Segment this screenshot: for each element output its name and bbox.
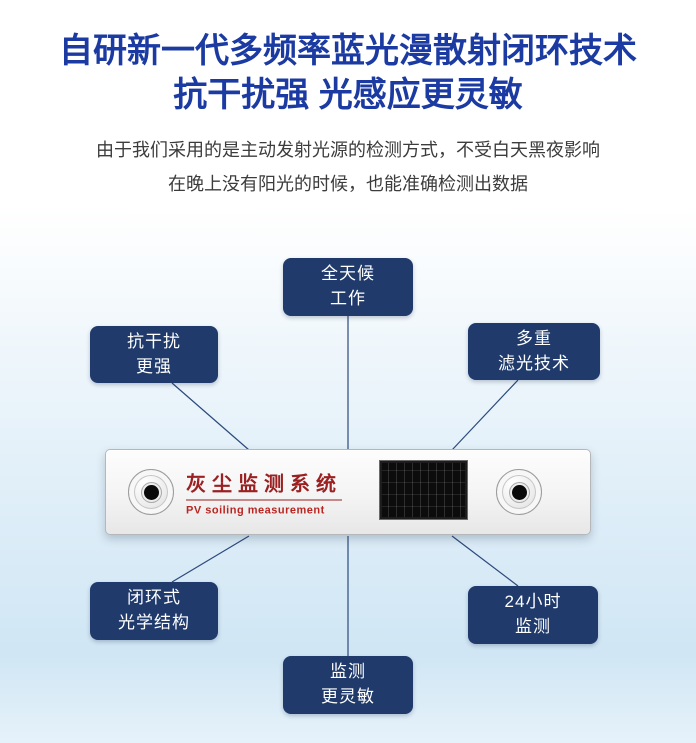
device-name-en: PV soiling measurement [186, 504, 325, 517]
left-sensor-lens-icon [128, 469, 174, 515]
feature-badge-anti-interference: 抗干扰 更强 [90, 326, 218, 383]
badge-text-line: 光学结构 [118, 613, 190, 632]
subtitle: 由于我们采用的是主动发射光源的检测方式，不受白天黑夜影响 在晚上没有阳光的时候，… [0, 133, 696, 201]
solar-cell-panel-icon [379, 460, 468, 520]
badge-text-line: 工作 [330, 289, 366, 308]
lens-dot-icon [143, 484, 159, 500]
device-branding: 灰尘监测系统 PV soiling measurement [186, 468, 342, 517]
feature-badge-closed-loop-optics: 闭环式 光学结构 [90, 582, 218, 640]
badge-text-line: 监测 [515, 617, 551, 636]
feature-badge-24h-monitoring: 24小时 监测 [468, 586, 598, 644]
badge-text-line: 闭环式 [127, 588, 181, 608]
badge-text-line: 24小时 [504, 592, 562, 612]
badge-text-line: 多重 [516, 328, 552, 348]
device-name-cn: 灰尘监测系统 [186, 468, 342, 501]
device-image: 灰尘监测系统 PV soiling measurement [105, 449, 591, 535]
badge-text-line: 监测 [330, 662, 366, 682]
badge-text-line: 抗干扰 [127, 331, 181, 351]
lens-dot-icon [511, 484, 527, 500]
subtitle-line-2: 在晚上没有阳光的时候，也能准确检测出数据 [168, 174, 528, 195]
page-title: 自研新一代多频率蓝光漫散射闭环技术 抗干扰强 光感应更灵敏 [0, 0, 696, 117]
subtitle-line-1: 由于我们采用的是主动发射光源的检测方式，不受白天黑夜影响 [96, 140, 600, 161]
title-line-2: 抗干扰强 光感应更灵敏 [173, 75, 523, 114]
badge-text-line: 更灵敏 [321, 687, 375, 706]
badge-text-line: 更强 [136, 356, 172, 376]
title-line-1: 自研新一代多频率蓝光漫散射闭环技术 [59, 32, 637, 70]
feature-badge-multi-filter: 多重 滤光技术 [468, 323, 600, 380]
feature-badge-sensitive-monitor: 监测 更灵敏 [283, 656, 413, 714]
badge-text-line: 全天候 [321, 264, 375, 284]
feature-badge-all-weather: 全天候 工作 [283, 258, 413, 316]
badge-text-line: 滤光技术 [498, 353, 570, 373]
right-sensor-lens-icon [496, 469, 542, 515]
